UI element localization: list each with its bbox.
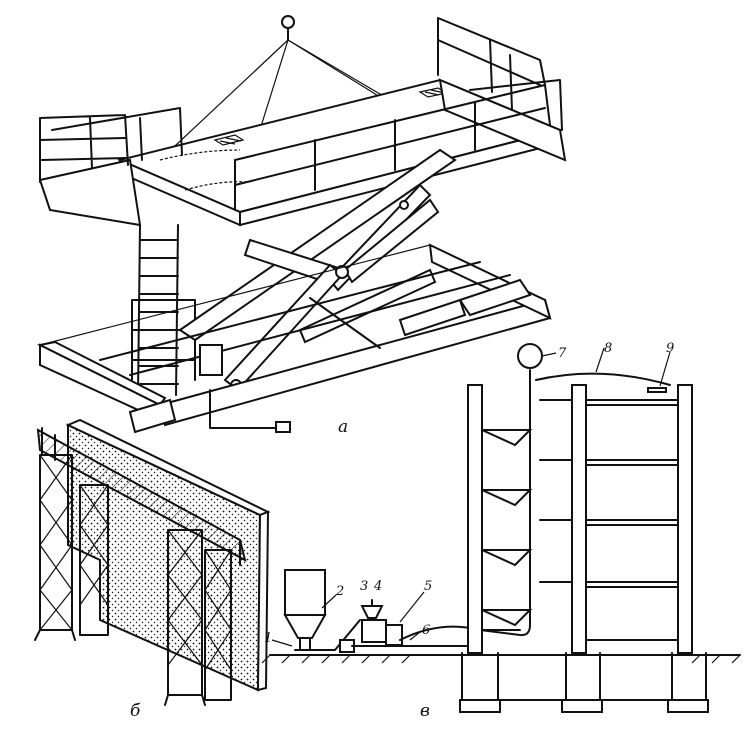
right-end-platform xyxy=(437,17,567,162)
control-box xyxy=(199,344,291,433)
callout-2: 2 xyxy=(335,584,344,599)
mortar-silo xyxy=(283,569,327,651)
scissor-lift-platform: а xyxy=(36,15,567,437)
callout-3: 3 xyxy=(360,579,368,594)
panel-label-c: в xyxy=(420,701,430,721)
scaffold-section: б xyxy=(34,418,271,721)
callout-1: 1 xyxy=(264,631,272,646)
mortar-pumping-scheme: 1 2 3 4 5 6 7 8 9 в xyxy=(261,341,741,721)
base-frame xyxy=(36,243,552,434)
panel-label-a: а xyxy=(338,417,348,437)
callout-7: 7 xyxy=(558,346,567,361)
side-railing xyxy=(234,84,546,211)
mixer xyxy=(294,599,471,653)
building-frame xyxy=(459,384,709,713)
callout-8: 8 xyxy=(604,341,612,356)
callout-9: 9 xyxy=(666,341,674,356)
callout-4: 4 xyxy=(373,579,382,594)
callout-5: 5 xyxy=(424,579,432,594)
ladder xyxy=(131,224,196,396)
callout-labels: 1 2 3 4 5 6 7 8 9 xyxy=(264,341,674,647)
panel-label-b: б xyxy=(130,701,141,721)
mortar-pipe xyxy=(399,343,671,641)
callout-6: 6 xyxy=(422,623,430,638)
scaffold-trusses xyxy=(34,454,232,706)
left-end-platform xyxy=(38,107,183,227)
